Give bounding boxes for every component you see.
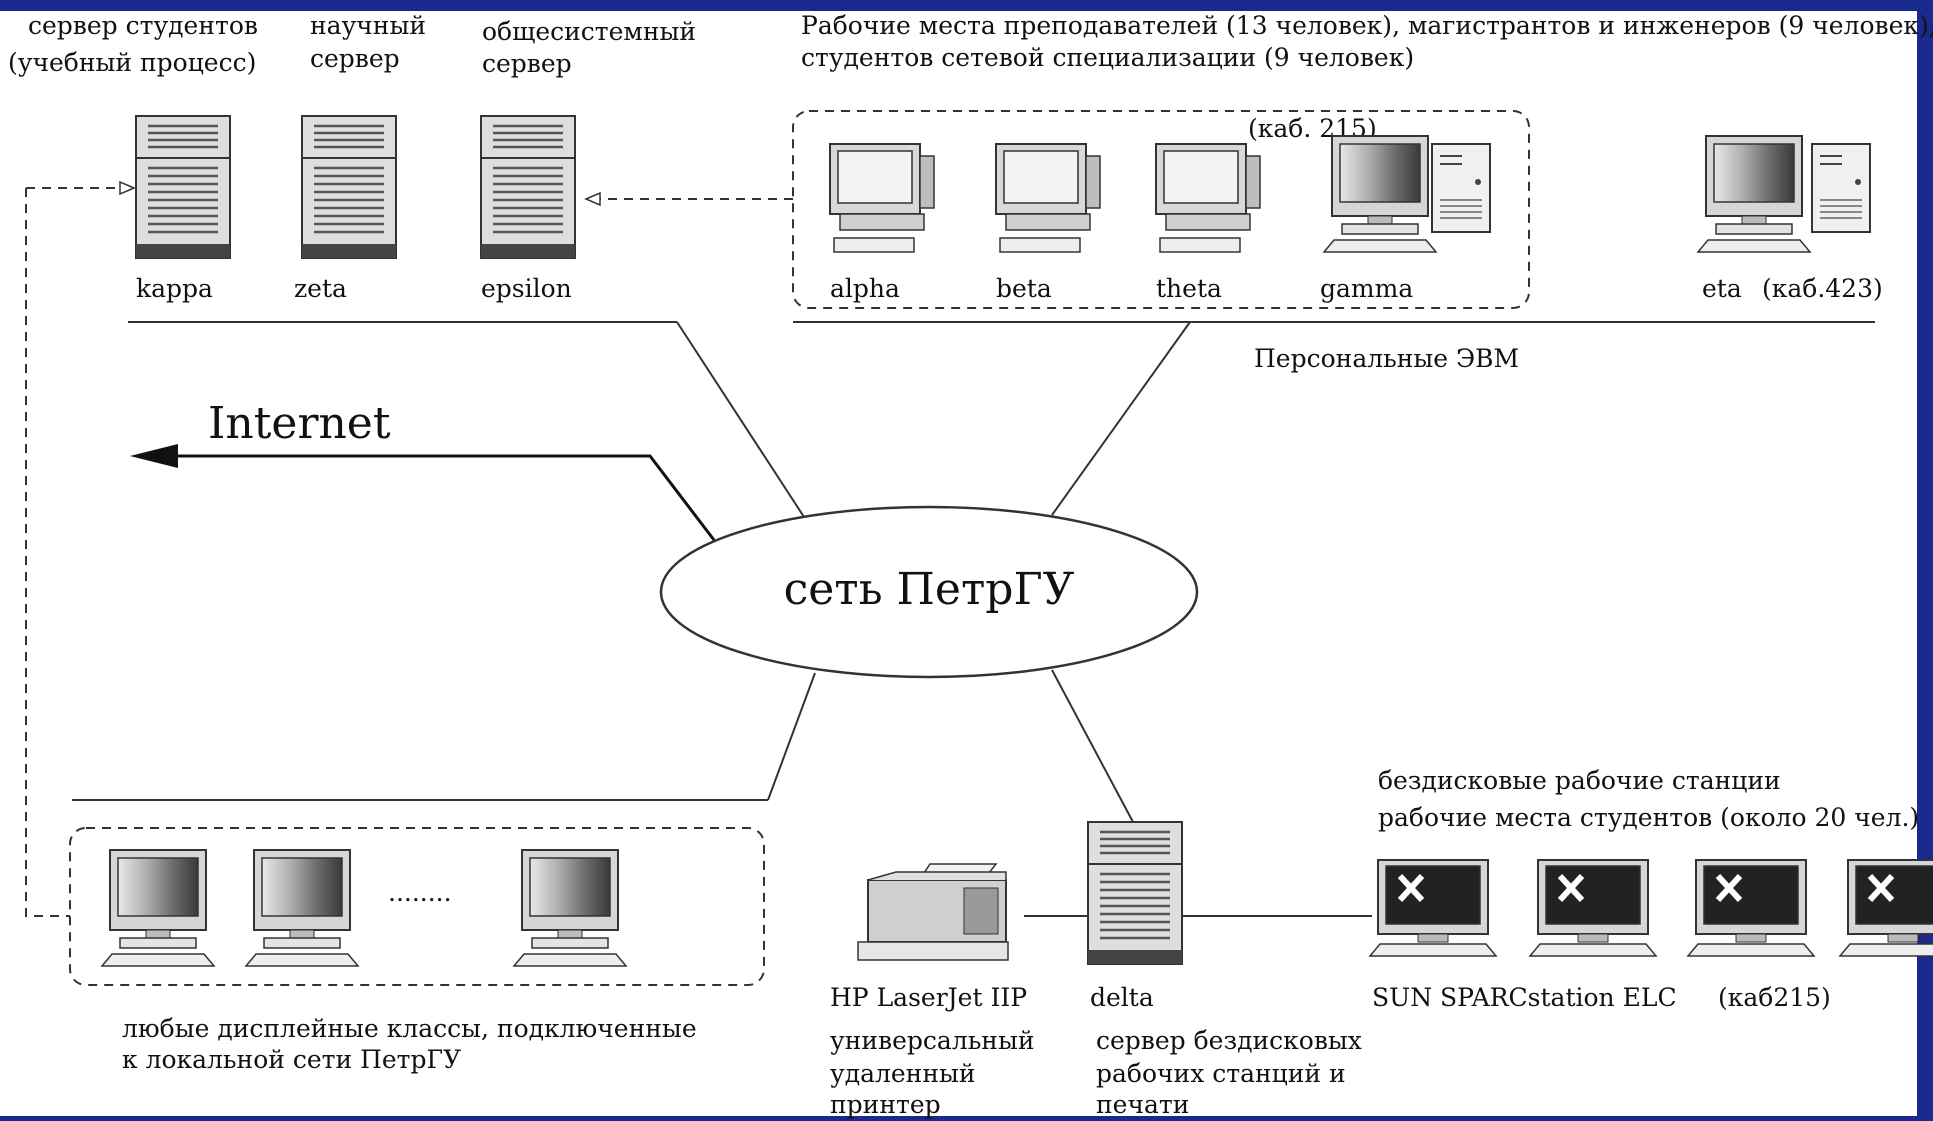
theta-label: theta — [1156, 274, 1222, 303]
diskless-room-label: (каб215) — [1718, 983, 1831, 1012]
delta-label: delta — [1090, 983, 1154, 1012]
kappa-server-icon — [134, 114, 232, 260]
beta-label: beta — [996, 274, 1052, 303]
display-pc-1-icon — [101, 849, 215, 967]
beta-terminal-icon — [995, 143, 1101, 253]
gamma-tower-icon — [1431, 143, 1491, 233]
pc-link-line — [1051, 321, 1191, 516]
sparc-station-3-icon — [1688, 860, 1814, 956]
diskless-caption-line1: бездисковые рабочие станции — [1378, 766, 1781, 795]
kappa-arrowhead-icon — [119, 180, 136, 196]
eta-room-label: (каб.423) — [1762, 274, 1883, 303]
kappa-caption-line1: сервер студентов — [28, 11, 258, 40]
display-class-caption-line1: любые дисплейные классы, подключенные — [122, 1014, 697, 1043]
gamma-label: gamma — [1320, 274, 1413, 303]
workstations-caption-line1: Рабочие места преподавателей (13 человек… — [801, 11, 1933, 40]
sparc-station-2-icon — [1530, 860, 1656, 956]
eta-monitor-icon — [1697, 135, 1811, 253]
display-pc-2-icon — [245, 849, 359, 967]
zeta-caption-line2: сервер — [310, 44, 400, 73]
workstations-caption-line2: студентов сетевой специализации (9 челов… — [801, 43, 1414, 72]
internet-arrowhead-icon — [130, 444, 178, 468]
delta-caption-line1: сервер бездисковых — [1096, 1026, 1362, 1055]
printer-caption-line1: универсальный — [830, 1026, 1035, 1055]
printer-caption-line3: принтер — [830, 1090, 941, 1119]
display-class-group — [69, 827, 765, 986]
epsilon-server-icon — [479, 114, 577, 260]
display-pc-3-icon — [513, 849, 627, 967]
display-class-link-line — [767, 672, 816, 801]
delta-server-icon — [1086, 820, 1184, 966]
sparc-station-4-icon — [1840, 860, 1933, 956]
internet-link-line — [178, 454, 716, 541]
diskless-label: SUN SPARCstation ELC — [1372, 983, 1677, 1012]
epsilon-label: epsilon — [481, 274, 572, 303]
zeta-server-icon — [300, 114, 398, 260]
epsilon-caption-line1: общесистемный — [482, 17, 696, 46]
printer-label: HP LaserJet IIP — [830, 983, 1027, 1012]
room-215-group — [792, 110, 1530, 309]
eta-tower-icon — [1811, 143, 1871, 233]
diskless-caption-line2: рабочие места студентов (около 20 чел.) — [1378, 803, 1919, 832]
top-border — [0, 0, 1933, 11]
server-link-line — [676, 321, 807, 521]
kappa-caption-line2: (учебный процесс) — [8, 48, 256, 77]
sparc-station-1-icon — [1370, 860, 1496, 956]
right-border — [1917, 0, 1933, 1121]
bottom-border — [0, 1116, 1933, 1121]
alpha-label: alpha — [830, 274, 900, 303]
zeta-label: zeta — [294, 274, 347, 303]
zeta-caption-line1: научный — [310, 11, 426, 40]
theta-terminal-icon — [1155, 143, 1261, 253]
printer-icon — [857, 863, 1009, 961]
network-ellipse — [659, 505, 1199, 679]
epsilon-caption-line2: сервер — [482, 49, 572, 78]
gamma-monitor-icon — [1323, 135, 1437, 253]
delta-link-line — [1051, 669, 1134, 823]
network-label: сеть ПетрГУ — [784, 564, 1075, 615]
epsilon-arrowhead-icon — [584, 191, 601, 207]
display-class-caption-line2: к локальной сети ПетрГУ — [122, 1045, 461, 1074]
delta-caption-line3: печати — [1096, 1090, 1189, 1119]
printer-caption-line2: удаленный — [830, 1059, 976, 1088]
pc-label: Персональные ЭВМ — [1254, 344, 1519, 373]
delta-caption-line2: рабочих станций и — [1096, 1059, 1346, 1088]
kappa-label: kappa — [136, 274, 213, 303]
internet-label: Internet — [208, 398, 391, 449]
display-class-ellipsis: ........ — [388, 878, 452, 907]
display-class-dashed-link — [25, 188, 70, 917]
eta-label: eta — [1702, 274, 1742, 303]
alpha-terminal-icon — [829, 143, 935, 253]
